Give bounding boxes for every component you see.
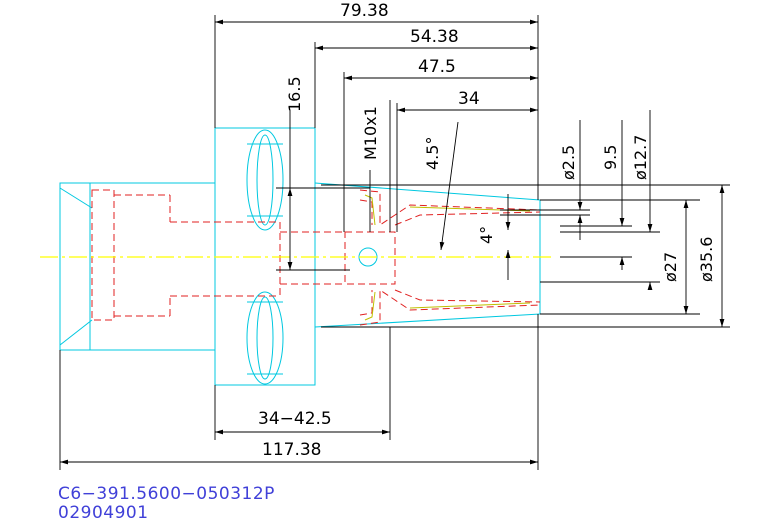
dim-16-5: 16.5 xyxy=(285,76,304,112)
dim-dia-2-5: ø2.5 xyxy=(559,145,578,180)
key-slot-top xyxy=(246,129,284,231)
dim-34: 34 xyxy=(458,89,480,109)
dim-9-5: 9.5 xyxy=(601,145,620,170)
dim-79-38: 79.38 xyxy=(340,1,389,21)
part-number: C6−391.5600−050312P xyxy=(58,484,275,504)
dim-angle-4: 4° xyxy=(477,226,496,244)
dim-thread: M10x1 xyxy=(361,106,380,160)
key-slot-bottom xyxy=(246,291,284,385)
drawing-number: 02904901 xyxy=(58,503,149,523)
dim-dia-35-6: ø35.6 xyxy=(697,237,716,282)
dim-47-5: 47.5 xyxy=(418,57,456,77)
dim-angle-4-5: 4.5° xyxy=(423,137,442,170)
dim-dia-12-7: ø12.7 xyxy=(631,135,650,180)
hidden-lines xyxy=(91,189,541,326)
dim-range-34-42-5: 34−42.5 xyxy=(258,409,332,429)
dim-117-38: 117.38 xyxy=(262,440,321,460)
dimension-lines xyxy=(59,15,730,470)
dim-dia-27: ø27 xyxy=(661,252,680,282)
dim-54-38: 54.38 xyxy=(410,27,459,47)
